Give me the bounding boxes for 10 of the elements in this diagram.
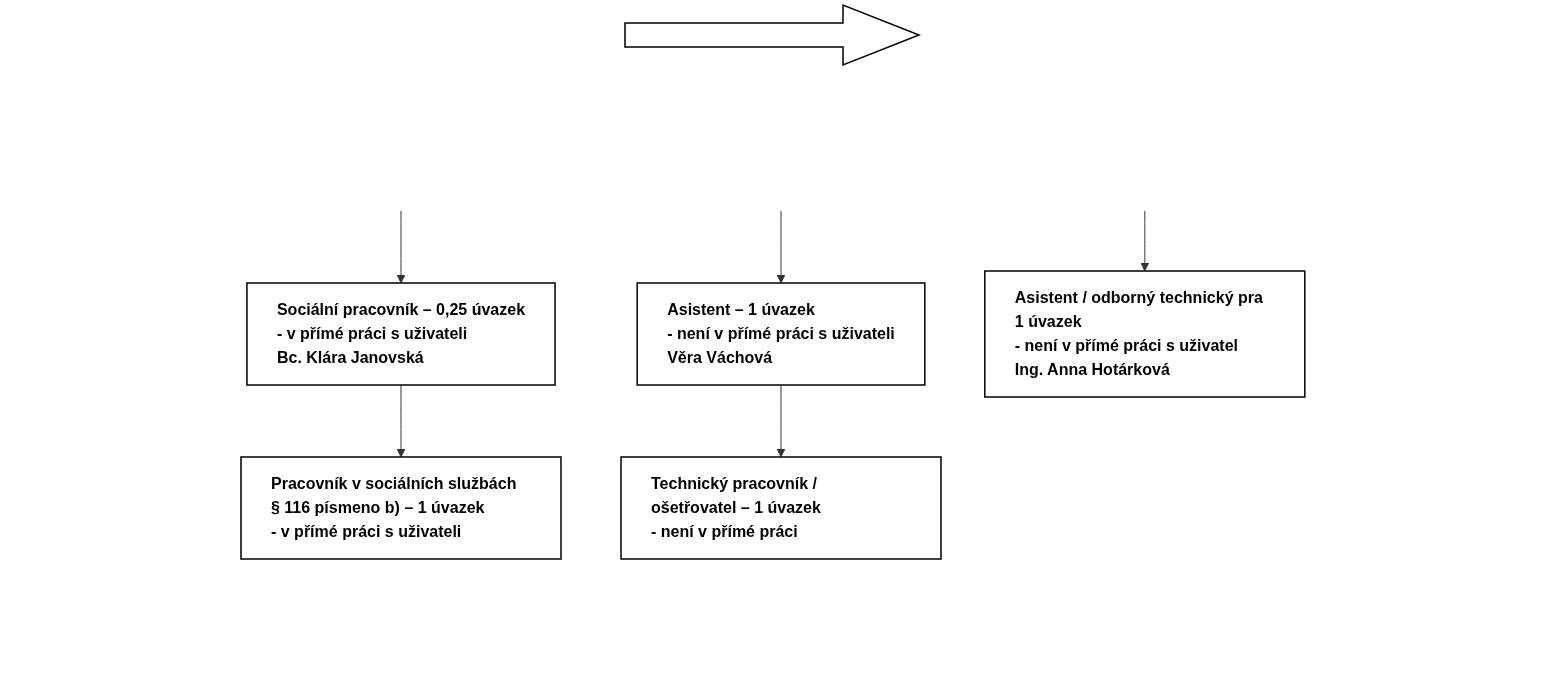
- node-box: Pracovník v sociálních službách § 116 písmeno b) – 1 úvazek - v přímé práci s uživateli: [240, 456, 562, 560]
- arrow: [396, 210, 406, 284]
- node-box: Technický pracovník / ošetřovatel – 1 úvazek - není v přímé práci: [620, 456, 942, 560]
- node-box: Asistent – 1 úvazek - není v přímé práci s uživateli Věra Váchová: [636, 282, 926, 386]
- arrow: [1140, 210, 1150, 272]
- arrow: [396, 384, 406, 458]
- arrow: [776, 210, 786, 284]
- node-box: Sociální pracovník – 0,25 úvazek - v přímé práci s uživateli Bc. Klára Janovská: [246, 282, 556, 386]
- arrow: [776, 384, 786, 458]
- node-box: Asistent / odborný technický pra 1 úvazek - není v přímé práci s uživatel Ing. Anna Hotárková: [984, 270, 1306, 398]
